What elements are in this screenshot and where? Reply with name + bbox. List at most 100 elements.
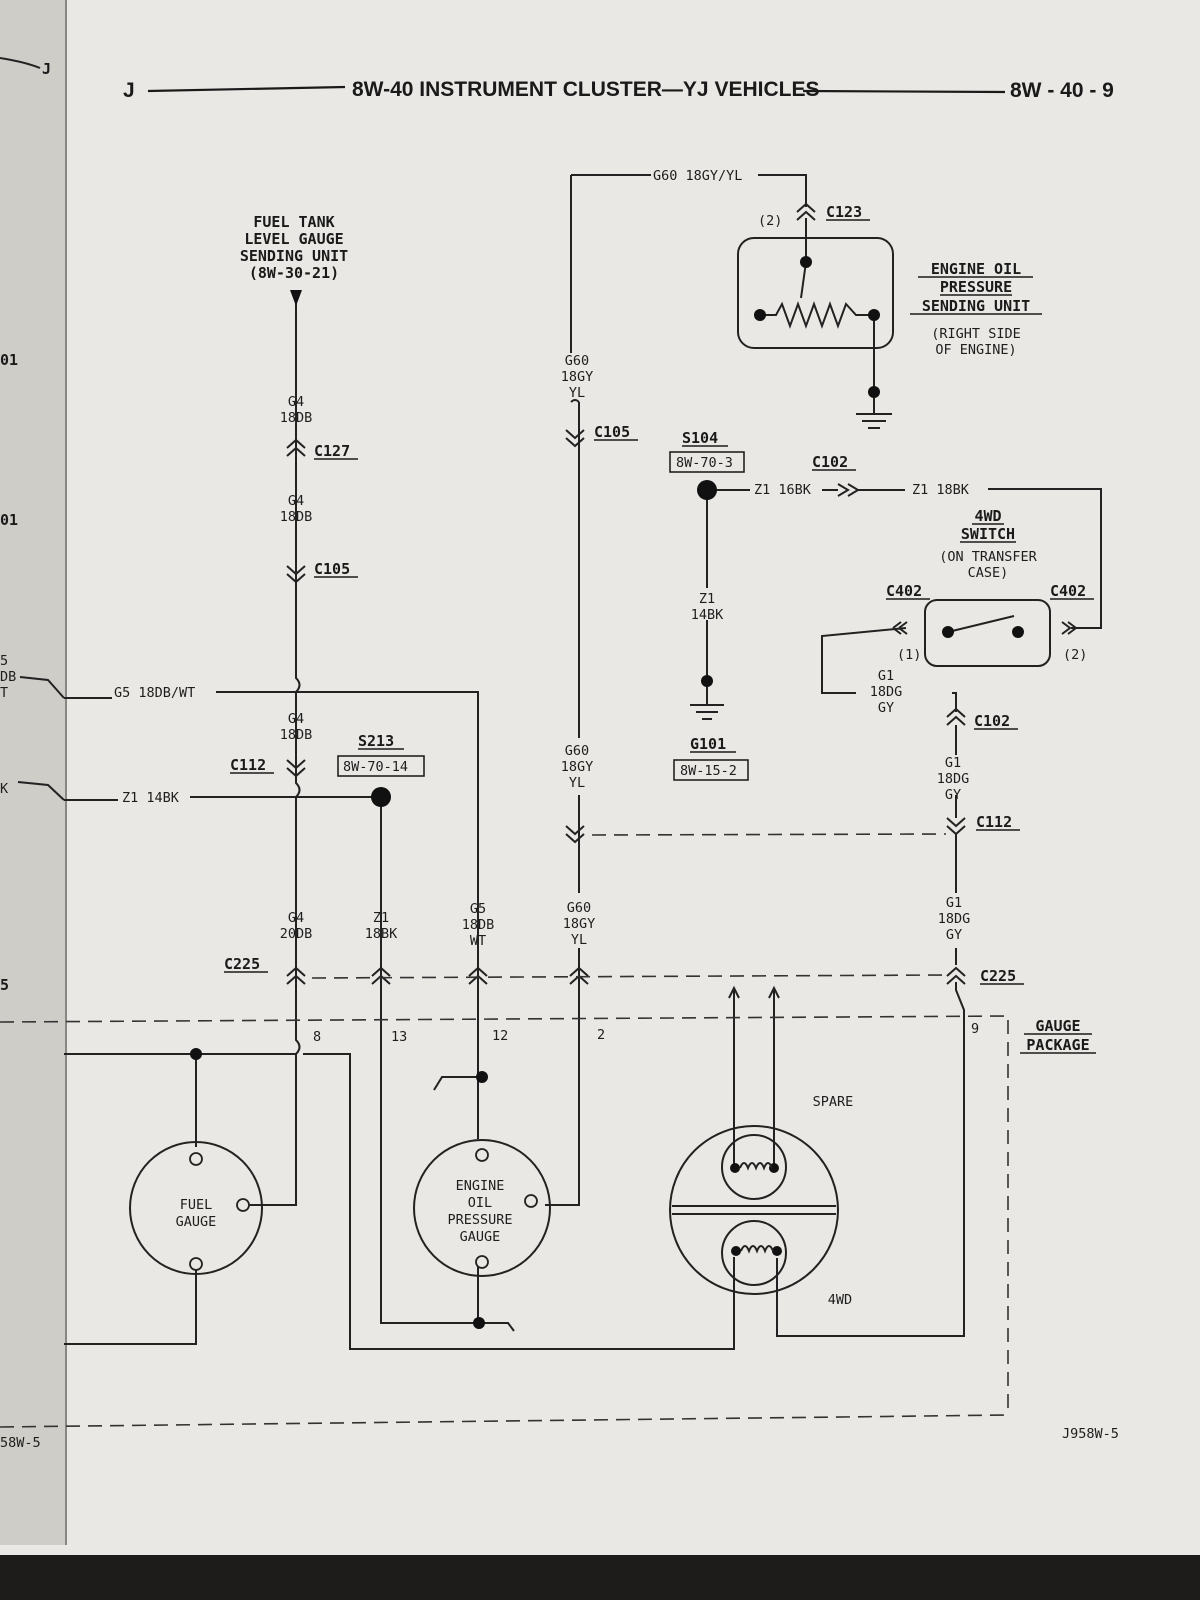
oil-gauge-label: PRESSURE bbox=[447, 1212, 512, 1228]
ground-name: G101 bbox=[690, 735, 726, 753]
wire-label: 18GY bbox=[563, 916, 596, 932]
fuel-gauge bbox=[129, 1141, 263, 1275]
wire-label: Z1 14BK bbox=[122, 790, 180, 806]
wire-label: G60 bbox=[565, 743, 589, 759]
wire-label: G4 bbox=[288, 394, 304, 410]
oil-sender-label: PRESSURE bbox=[940, 278, 1012, 296]
margin-letter: J bbox=[42, 60, 51, 78]
oil-sender-note: OF ENGINE) bbox=[935, 342, 1016, 358]
pin-label: (2) bbox=[758, 213, 782, 229]
connector-label: C225 bbox=[224, 955, 260, 973]
wd-switch-note: CASE) bbox=[968, 565, 1009, 581]
wd-switch-box bbox=[924, 599, 1051, 667]
fuel-sender-label: FUEL TANK bbox=[253, 213, 334, 231]
pin-label: (1) bbox=[897, 647, 921, 663]
wire-label: G4 bbox=[288, 711, 304, 727]
wire-label: GY bbox=[946, 927, 962, 943]
wire-label: G1 bbox=[946, 895, 962, 911]
oil-gauge-label: OIL bbox=[468, 1195, 492, 1211]
oil-pressure-gauge bbox=[413, 1139, 551, 1277]
wire-label: 18DB bbox=[280, 509, 313, 525]
wire-label: Z1 16BK bbox=[754, 482, 812, 498]
wire-label: YL bbox=[569, 385, 585, 401]
oil-sender-box bbox=[737, 237, 894, 349]
pin-label: 2 bbox=[597, 1027, 605, 1043]
margin-text: 5 bbox=[0, 653, 8, 669]
margin-text: 5 bbox=[0, 976, 9, 994]
margin-text: 01 bbox=[0, 351, 18, 369]
oil-gauge-label: GAUGE bbox=[460, 1229, 501, 1245]
wire-label: 20DB bbox=[280, 926, 313, 942]
wire-label: Z1 18BK bbox=[912, 482, 970, 498]
wire-label: G60 18GY/YL bbox=[653, 168, 742, 184]
g60-top-wire bbox=[758, 174, 807, 207]
wire-label: G5 bbox=[470, 901, 486, 917]
splice-ref: 8W-70-14 bbox=[343, 759, 408, 775]
connector-label: C123 bbox=[826, 203, 862, 221]
wire-label: G60 bbox=[565, 353, 589, 369]
wd-switch-note: (ON TRANSFER bbox=[939, 549, 1037, 565]
wire-label: G4 bbox=[288, 493, 304, 509]
connector-label: C402 bbox=[1050, 582, 1086, 600]
splice-ref: 8W-70-3 bbox=[676, 455, 733, 471]
wire-label: YL bbox=[571, 932, 587, 948]
wd-label: 4WD bbox=[828, 1292, 852, 1308]
connector-label: C127 bbox=[314, 442, 350, 460]
connector-label: C102 bbox=[974, 712, 1010, 730]
margin-text: K bbox=[0, 781, 9, 797]
connector-label: C112 bbox=[230, 756, 266, 774]
connector-label: C105 bbox=[314, 560, 350, 578]
margin-text: 58W-5 bbox=[0, 1435, 41, 1451]
previous-page-edge bbox=[0, 0, 66, 1545]
wire-label: Z1 bbox=[373, 910, 389, 926]
wire-label: 18DB bbox=[280, 410, 313, 426]
wire-label: Z1 bbox=[699, 591, 715, 607]
fuel-gauge-label: FUEL bbox=[180, 1197, 213, 1213]
gauge-package-border bbox=[0, 1015, 1009, 1415]
paper-sheet bbox=[0, 0, 1200, 1555]
wire-label: 18DG bbox=[938, 911, 971, 927]
connector-label: C402 bbox=[886, 582, 922, 600]
wire-label: 18GY bbox=[561, 369, 594, 385]
wire-label: YL bbox=[569, 775, 585, 791]
connector-label: C112 bbox=[976, 813, 1012, 831]
header-letter: J bbox=[123, 79, 135, 102]
wire-label: 18DG bbox=[870, 684, 903, 700]
spare-lamp bbox=[721, 1134, 787, 1200]
fuel-sender-label: SENDING UNIT bbox=[240, 247, 348, 265]
wd-switch-label: 4WD bbox=[974, 507, 1001, 525]
oil-sender-note: (RIGHT SIDE bbox=[931, 326, 1020, 342]
connector-label: C225 bbox=[980, 967, 1016, 985]
spare-4wd-indicator bbox=[669, 1125, 839, 1295]
wire-label: GY bbox=[945, 787, 961, 803]
wire-label: 14BK bbox=[691, 607, 724, 623]
wire-label: GY bbox=[878, 700, 894, 716]
wire-label: G4 bbox=[288, 910, 304, 926]
gauge-package-label: GAUGE bbox=[1035, 1017, 1080, 1035]
page-number: 8W - 40 - 9 bbox=[1010, 79, 1114, 102]
oil-gauge-label: ENGINE bbox=[456, 1178, 505, 1194]
connector-label: C102 bbox=[812, 453, 848, 471]
splice-name: S213 bbox=[358, 732, 394, 750]
margin-text: 01 bbox=[0, 511, 18, 529]
margin-text: DB bbox=[0, 669, 16, 685]
splice-name: S104 bbox=[682, 429, 718, 447]
wire-label: G1 bbox=[878, 668, 894, 684]
pin-label: 12 bbox=[492, 1028, 508, 1044]
gauge-package-label: PACKAGE bbox=[1026, 1036, 1089, 1054]
c112-span bbox=[591, 833, 947, 836]
wire-label: G60 bbox=[567, 900, 591, 916]
fuel-sender-terminal bbox=[290, 290, 302, 306]
figure-code: J958W-5 bbox=[1062, 1426, 1119, 1442]
page-title: 8W-40 INSTRUMENT CLUSTER—YJ VEHICLES bbox=[352, 78, 819, 101]
fuel-sender-label: LEVEL GAUGE bbox=[244, 230, 343, 248]
oil-sender-label: ENGINE OIL bbox=[931, 260, 1021, 278]
ground-ref: 8W-15-2 bbox=[680, 763, 737, 779]
wire-label: WT bbox=[470, 933, 486, 949]
g5-wire bbox=[216, 691, 479, 1077]
connector-label: C105 bbox=[594, 423, 630, 441]
wire-label: 18DB bbox=[280, 727, 313, 743]
wire-label: G1 bbox=[945, 755, 961, 771]
